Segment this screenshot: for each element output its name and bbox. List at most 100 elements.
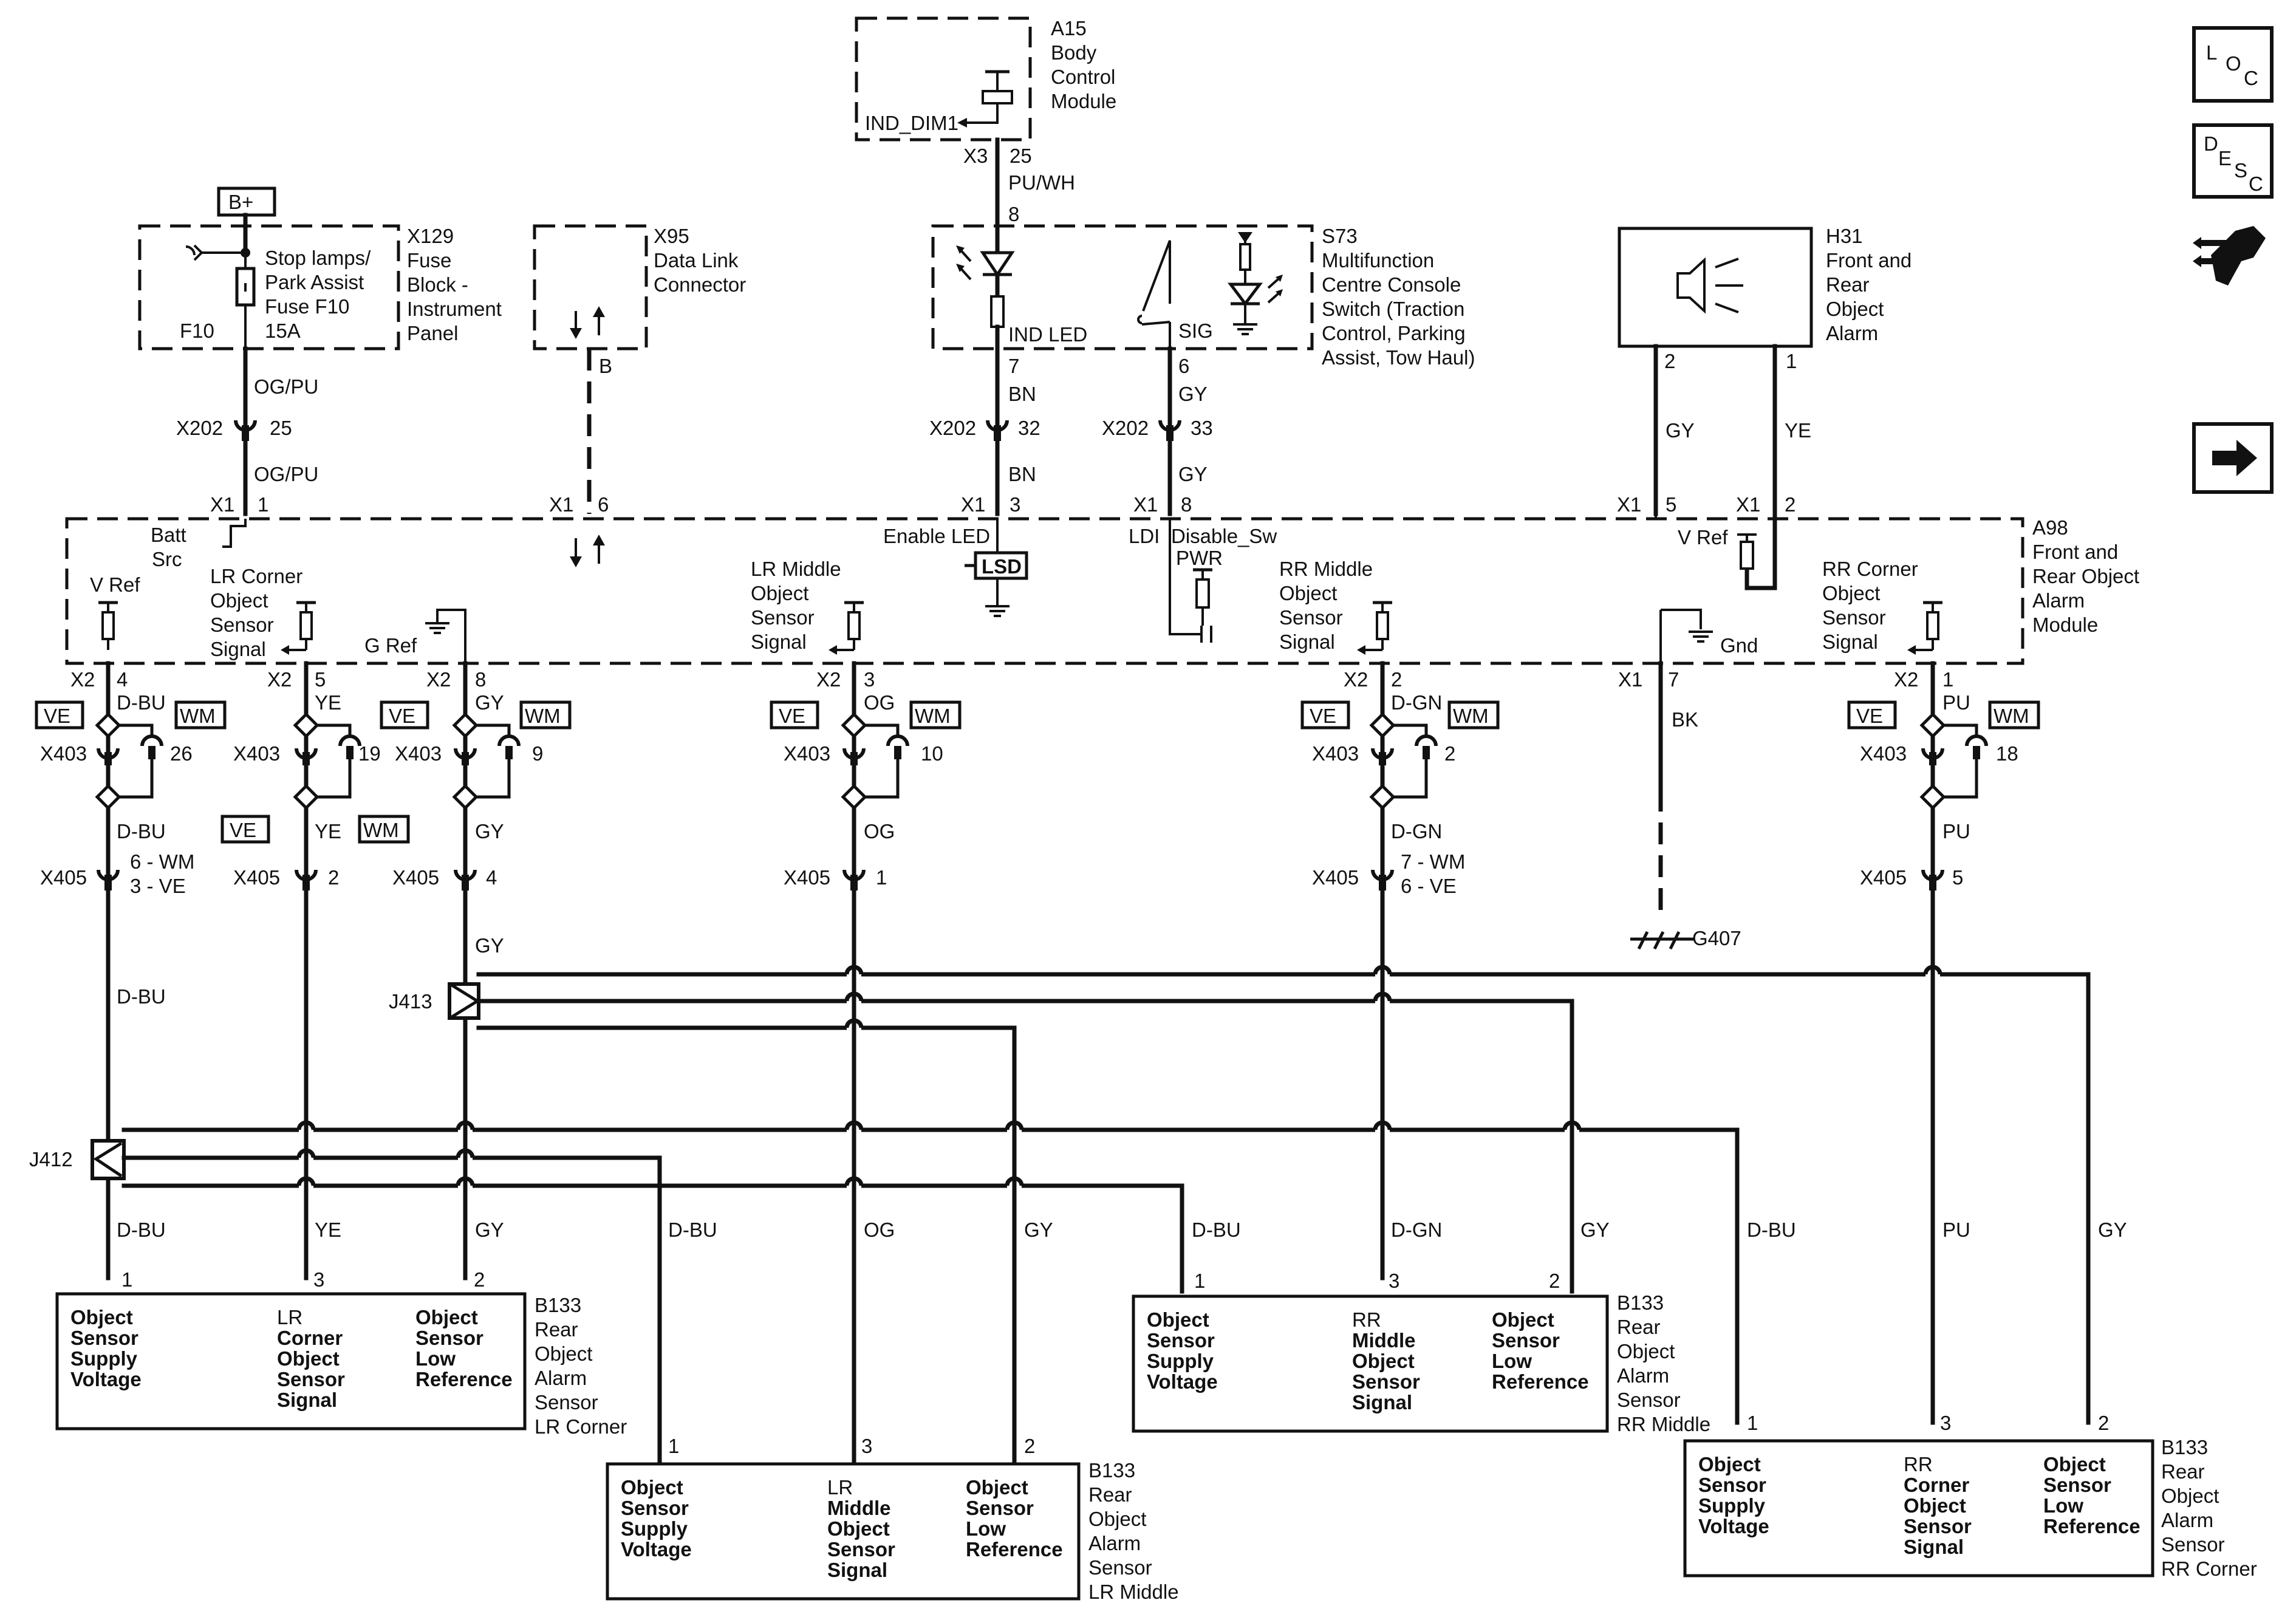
svg-text:1: 1 [258,493,268,516]
svg-text:X1: X1 [210,493,234,516]
svg-text:Middle: Middle [827,1497,891,1519]
svg-text:X1: X1 [961,493,985,516]
svg-text:Sensor: Sensor [415,1327,483,1349]
x403-connector-dgn[interactable] [1372,714,1436,808]
x403-connector-gy[interactable] [454,714,519,808]
svg-text:IND LED: IND LED [1008,323,1087,346]
svg-text:Front and: Front and [1826,249,1912,272]
description-icon[interactable]: D E S C [2192,123,2274,199]
svg-text:Park Assist: Park Assist [265,271,364,293]
x129-fuse-block[interactable]: Stop lamps/ Park Assist Fuse F10 15A F10… [138,213,502,350]
svg-text:Instrument: Instrument [407,298,502,320]
svg-text:Sensor: Sensor [1147,1329,1215,1352]
svg-text:Alarm: Alarm [2032,589,2085,612]
svg-text:Rear: Rear [1617,1316,1661,1338]
svg-text:Reference: Reference [966,1538,1063,1561]
svg-text:Alarm: Alarm [1617,1364,1669,1387]
svg-text:2: 2 [1664,350,1675,372]
h31-front-rear-object-alarm[interactable]: H31 Front and Rear Object Alarm [1618,225,1912,348]
j412-splice[interactable]: J412 [29,1139,126,1180]
svg-text:D-BU: D-BU [117,1219,166,1241]
wire-crossings [296,965,1942,1193]
svg-text:C: C [2244,67,2258,89]
svg-text:19: 19 [358,742,381,765]
svg-text:33: 33 [1191,417,1213,439]
j413-splice[interactable]: J413 [389,982,480,1020]
b133-sensor-rr-corner[interactable]: 1 3 2 Object Sensor Supply Voltage RR Co… [1683,1412,2257,1580]
svg-text:PU: PU [1942,1219,1970,1241]
svg-text:X129: X129 [407,225,454,247]
x403-connector-dbu[interactable] [97,714,162,808]
svg-text:Supply: Supply [70,1347,138,1370]
svg-text:D-GN: D-GN [1391,1219,1442,1241]
svg-text:3 - VE: 3 - VE [130,875,186,897]
svg-text:3: 3 [1389,1270,1399,1292]
svg-text:Enable LED: Enable LED [883,525,990,547]
svg-text:Object: Object [1088,1508,1146,1530]
connector-tool-icon[interactable] [2193,226,2266,285]
svg-text:OG: OG [864,691,895,714]
b133-sensor-rr-middle[interactable]: 1 3 2 Object Sensor Supply Voltage RR Mi… [1132,1270,1710,1435]
svg-text:Gnd: Gnd [1720,634,1758,657]
svg-text:1: 1 [1194,1270,1205,1292]
svg-text:L: L [2206,41,2217,64]
b133-sensor-lr-corner[interactable]: 1 3 2 Object Sensor Supply Voltage LR Co… [55,1268,627,1438]
svg-text:IND_DIM1: IND_DIM1 [865,112,958,134]
svg-text:Reference: Reference [415,1368,513,1390]
svg-text:Object: Object [1822,582,1880,604]
svg-text:H31: H31 [1826,225,1863,247]
svg-text:2: 2 [1391,668,1402,691]
svg-text:Src: Src [152,548,182,570]
svg-text:X403: X403 [1860,742,1907,765]
svg-text:Stop lamps/: Stop lamps/ [265,247,371,269]
x403-connector-ye[interactable] [295,714,360,808]
svg-text:D-GN: D-GN [1391,691,1442,714]
svg-text:Sensor: Sensor [2043,1474,2111,1496]
svg-text:GY: GY [475,820,504,843]
svg-text:Object: Object [1279,582,1337,604]
svg-text:Rear: Rear [1826,273,1870,296]
svg-text:7: 7 [1668,668,1679,691]
svg-text:25: 25 [1010,145,1032,167]
svg-text:32: 32 [1018,417,1040,439]
location-icon[interactable]: L O C [2192,26,2274,103]
svg-text:Object: Object [751,582,808,604]
s73-multifunction-switch[interactable]: 8 S73 Multifunction Centre Console Switc… [931,203,1475,369]
svg-text:RR Middle: RR Middle [1617,1413,1710,1435]
svg-text:Panel: Panel [407,322,458,344]
svg-text:2: 2 [1785,493,1795,516]
svg-text:Sensor: Sensor [1904,1515,1972,1537]
svg-text:Sensor: Sensor [1279,606,1343,629]
svg-text:Sensor: Sensor [621,1497,689,1519]
svg-text:LR Middle: LR Middle [751,558,841,580]
svg-text:PU: PU [1942,820,1970,843]
next-page-arrow-icon[interactable] [2192,422,2274,494]
x95-data-link-connector[interactable]: X95 Data Link Connector [533,224,746,350]
svg-text:Signal: Signal [1904,1536,1964,1558]
svg-text:Signal: Signal [1822,631,1878,653]
x403-connector-og[interactable] [843,714,907,808]
svg-text:1: 1 [1942,668,1953,691]
svg-text:X202: X202 [929,417,976,439]
svg-text:PU: PU [1942,691,1970,714]
b133-sensor-lr-middle[interactable]: 1 3 2 Object Sensor Supply Voltage LR Mi… [606,1435,1179,1603]
svg-text:D-BU: D-BU [117,985,166,1008]
svg-text:Supply: Supply [621,1517,688,1540]
a98-object-alarm-module[interactable]: A98 Front and Rear Object Alarm Module X… [65,493,2139,665]
svg-text:WM: WM [1994,705,2029,727]
a15-body-control-module[interactable]: A15 Body Control Module IND_DIM1 X3 25 [855,16,1116,167]
svg-text:RR Middle: RR Middle [1279,558,1373,580]
svg-text:BN: BN [1008,463,1036,485]
svg-text:4: 4 [486,866,497,889]
svg-text:GY: GY [1178,463,1208,485]
svg-text:Switch (Traction: Switch (Traction [1322,298,1464,320]
g407-ground[interactable]: G407 [1630,927,1741,950]
svg-text:2: 2 [1444,742,1455,765]
x403-connector-pu[interactable] [1922,714,1986,808]
svg-text:X202: X202 [176,417,223,439]
svg-text:Low: Low [2043,1494,2083,1517]
svg-text:BK: BK [1672,708,1698,731]
svg-text:Data Link: Data Link [654,249,739,272]
svg-text:E: E [2218,147,2232,169]
svg-text:Signal: Signal [277,1389,337,1411]
